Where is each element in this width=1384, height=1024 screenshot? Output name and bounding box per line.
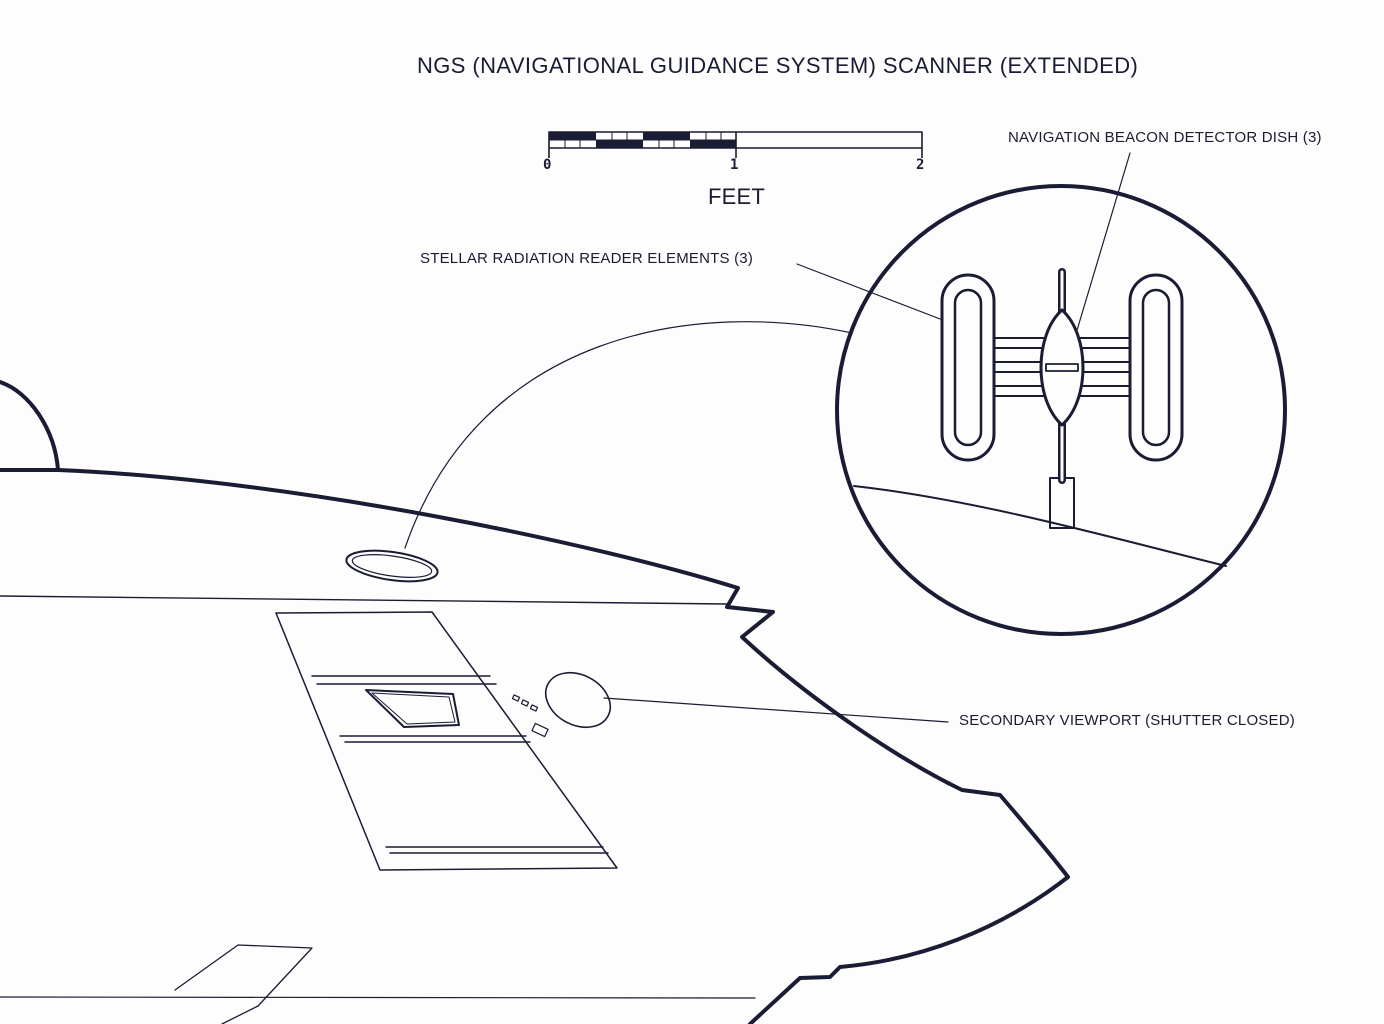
secondary-viewport — [544, 671, 612, 729]
indicator-4 — [531, 722, 549, 738]
fin-line-1 — [174, 944, 313, 1007]
left-reader-inner — [953, 288, 983, 447]
leader-viewport — [603, 697, 949, 723]
page-title: NGS (NAVIGATIONAL GUIDANCE SYSTEM) SCANN… — [417, 53, 1139, 78]
hatch-window-inner — [371, 692, 456, 725]
scanner-opening — [345, 549, 439, 583]
leader-beacon-dish — [1071, 152, 1131, 348]
scale-tick-label-1: 1 — [730, 157, 739, 173]
right-reader-outer — [1128, 273, 1184, 462]
fin-line-2 — [221, 1005, 259, 1024]
hull-outline — [0, 468, 1070, 1024]
left-reader-outer — [940, 273, 996, 462]
callout-beacon-dish: NAVIGATION BEACON DETECTOR DISH (3) — [1008, 129, 1322, 146]
indicator-2 — [520, 699, 530, 707]
right-reader-inner — [1141, 288, 1171, 447]
scale-bar-checker — [549, 132, 736, 148]
beacon-dish — [1039, 308, 1085, 427]
fin-baseline — [0, 996, 756, 999]
scanner-opening-rim — [351, 554, 433, 578]
hatch-window — [365, 689, 460, 728]
leader-stellar-reader — [796, 263, 949, 323]
scale-unit-label: FEET — [708, 184, 766, 209]
deck-line — [0, 595, 728, 605]
hatch-panel — [275, 611, 618, 871]
detail-circle — [835, 184, 1287, 636]
callout-secondary-viewport: SECONDARY VIEWPORT (SHUTTER CLOSED) — [959, 712, 1295, 729]
indicator-3 — [529, 704, 539, 712]
scanner-mast-base — [1049, 477, 1075, 529]
indicator-1 — [511, 694, 521, 702]
leader-scanner — [404, 321, 853, 549]
callout-stellar-reader: STELLAR RADIATION READER ELEMENTS (3) — [420, 250, 754, 267]
scale-bar-subdivisions — [564, 132, 722, 148]
hull-dome — [0, 380, 60, 472]
scale-tick-label-0: 0 — [543, 157, 552, 173]
beacon-dish-slot — [1045, 363, 1079, 372]
scale-bar-ticks — [548, 148, 923, 158]
scale-tick-label-2: 2 — [916, 157, 925, 173]
detail-hull-line — [853, 485, 1227, 567]
